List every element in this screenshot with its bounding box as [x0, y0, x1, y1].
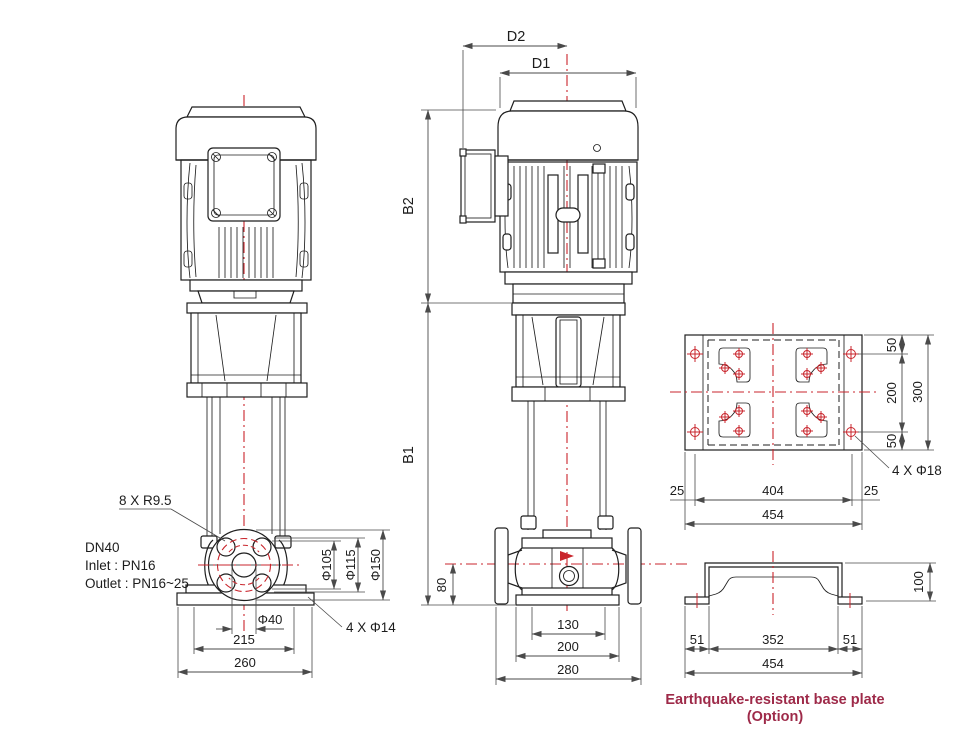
- base-plate-side-view: 100 51 352 51 454 Earthquake-resistant b…: [665, 551, 936, 725]
- dim-b1-label: B1: [401, 446, 417, 464]
- outlet-label: Outlet : PN16~25: [85, 576, 189, 591]
- motor-fins: [218, 227, 274, 278]
- dim-200-pitch-label: 200: [884, 382, 899, 404]
- dn-label: DN40: [85, 540, 120, 555]
- drain-plug: [558, 565, 580, 587]
- dim-25-right-label: 25: [864, 483, 878, 498]
- motor-adapter-front: [197, 290, 295, 304]
- terminal-box-front: [207, 147, 281, 222]
- lantern-flange-front: [186, 302, 308, 314]
- cutout-hole-markers: [719, 348, 827, 437]
- dim-454-bottom-label: 454: [762, 656, 784, 671]
- outlet-flange: [627, 527, 642, 605]
- dim-260-label: 260: [234, 655, 256, 670]
- column-side: [527, 401, 607, 530]
- pump-body-side: [514, 547, 523, 591]
- dim-280-label: 280: [557, 662, 579, 677]
- flange-radius-label: 8 X R9.5: [119, 493, 172, 508]
- lantern-front: [190, 312, 302, 384]
- dim-d2-label: D2: [507, 29, 526, 45]
- dim-25-left-label: 25: [670, 483, 684, 498]
- dim-50-bottom-label: 50: [884, 434, 899, 448]
- dim-215-label: 215: [233, 632, 255, 647]
- inlet-label: Inlet : PN16: [85, 558, 156, 573]
- dim-454-top-label: 454: [762, 507, 784, 522]
- front-view-dimensions: Φ105 Φ115 Φ150 Φ40 215 260 4 X Φ14 8 X R…: [85, 493, 396, 678]
- motor-fan-cover-side: [497, 110, 639, 161]
- baseplate-caption-line2: (Option): [747, 709, 804, 725]
- base-holes-label: 4 X Φ14: [346, 620, 396, 635]
- dim-130-label: 130: [557, 617, 579, 632]
- pump-head-side: [521, 537, 613, 549]
- mounting-cutouts: [718, 347, 828, 438]
- tie-rods-front: [206, 397, 286, 536]
- anchor-holes: [687, 346, 859, 440]
- dim-40-label: Φ40: [258, 612, 283, 627]
- front-view: [175, 95, 317, 640]
- pump-base-side: [515, 594, 620, 606]
- dim-404-label: 404: [762, 483, 784, 498]
- dim-150-label: Φ150: [368, 549, 383, 581]
- dim-b2-label: B2: [401, 197, 417, 215]
- side-view: [445, 54, 688, 612]
- dim-115-label: Φ115: [343, 549, 358, 580]
- terminal-box-screws: [211, 152, 277, 218]
- dim-300-label: 300: [910, 381, 925, 403]
- dim-50-top-label: 50: [884, 338, 899, 352]
- plate-holes-label: 4 X Φ18: [892, 463, 942, 478]
- dim-200-label: 200: [557, 639, 579, 654]
- lifting-hole: [593, 144, 601, 152]
- side-view-dimensions: D2 D1 B2 B1 80 130 200 280: [401, 29, 642, 685]
- motor-fan-cover-cap: [186, 106, 306, 118]
- inlet-flange: [494, 527, 509, 605]
- dim-100-label: 100: [911, 571, 926, 593]
- bend-dashed-lines: [707, 339, 840, 446]
- dim-80-label: 80: [434, 578, 449, 592]
- baseplate-caption-line1: Earthquake-resistant base plate: [665, 692, 884, 708]
- terminal-box-side: [460, 149, 496, 223]
- dim-51-right-label: 51: [843, 632, 857, 647]
- dim-105-label: Φ105: [319, 549, 334, 581]
- base-plate-top-view: 50 200 50 300 25 404 25 454 4 X Φ18: [670, 323, 942, 530]
- dim-d1-label: D1: [532, 56, 551, 72]
- dim-51-left-label: 51: [690, 632, 704, 647]
- lantern-flange-side: [511, 302, 626, 316]
- flow-arrow: [560, 551, 574, 561]
- dim-352-label: 352: [762, 632, 784, 647]
